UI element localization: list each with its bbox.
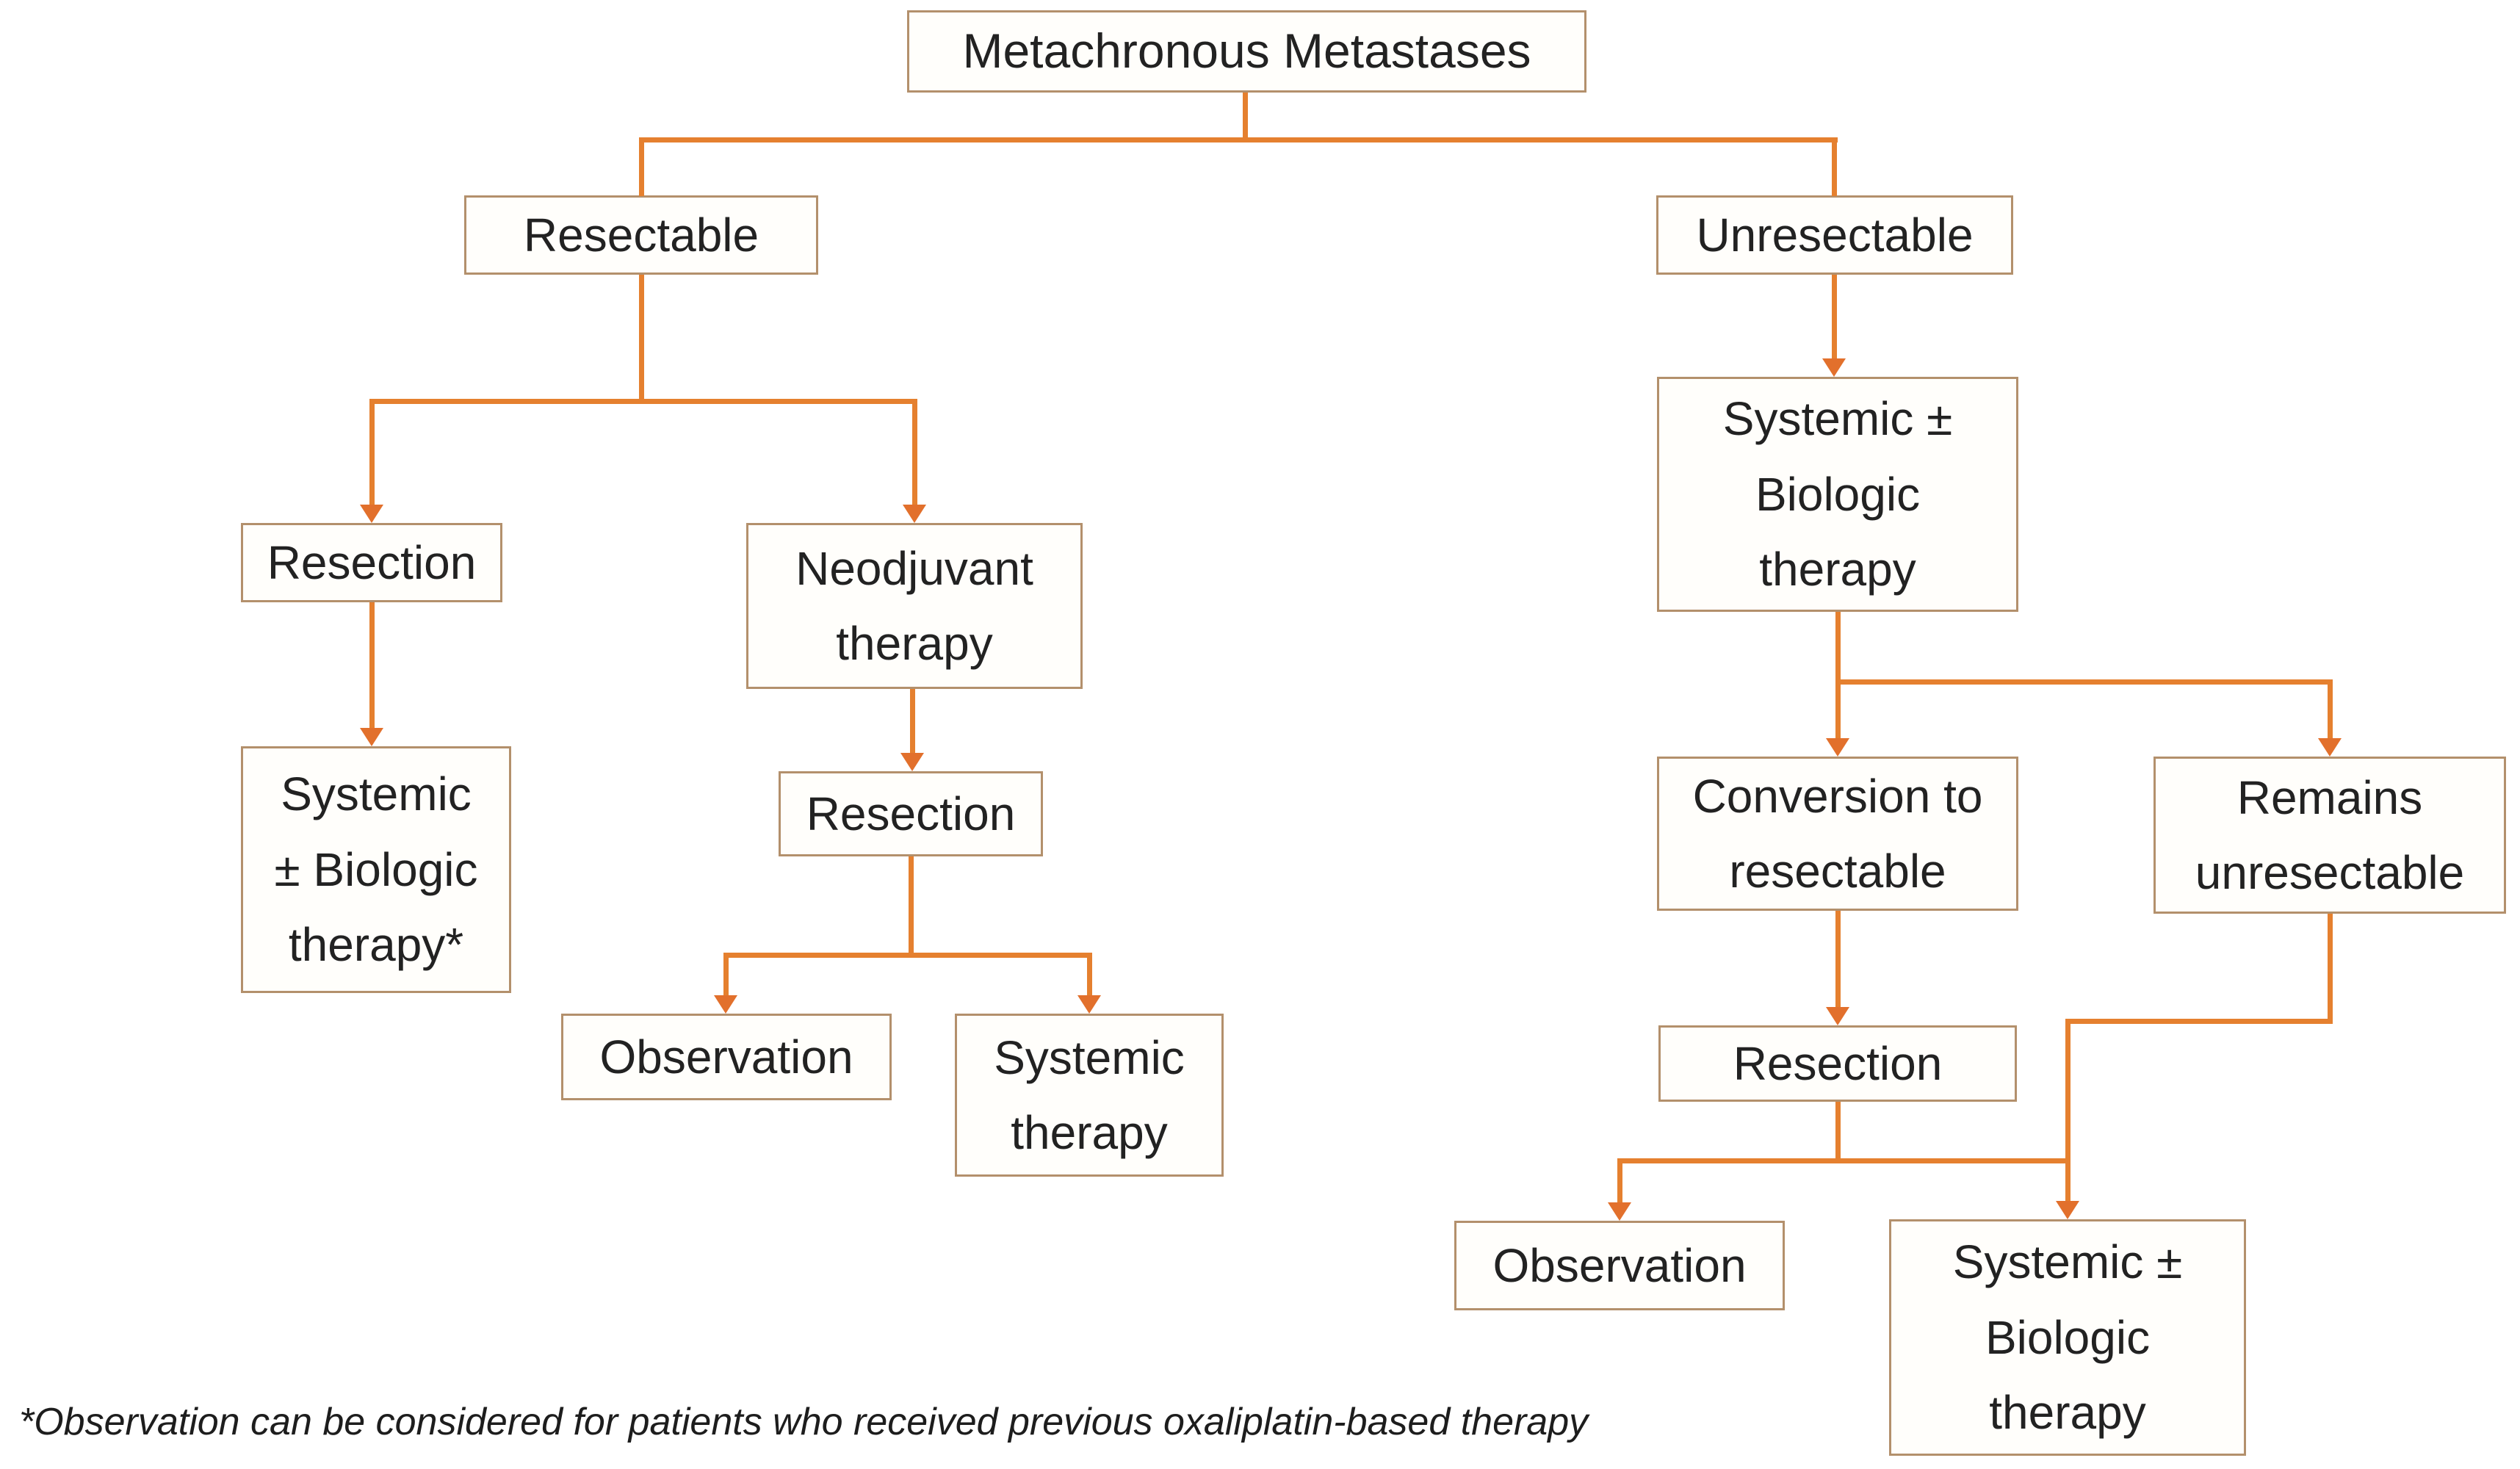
arrowhead-down [1826, 738, 1849, 757]
arrowhead-down [1077, 995, 1101, 1014]
connector-line [638, 137, 644, 196]
connector-line [1086, 952, 1092, 997]
node-unresectable: Unresectable [1656, 195, 2013, 275]
node-observation-right: Observation [1454, 1221, 1785, 1310]
arrowhead-down [2318, 738, 2342, 757]
connector-line [369, 602, 375, 729]
connector-line [369, 398, 914, 404]
node-resection-right: Resection [1658, 1025, 2017, 1102]
node-resection-mid: Resection [779, 771, 1043, 856]
connector-line [911, 398, 917, 506]
connector-line [638, 137, 1838, 142]
connector-line [2327, 914, 2333, 1024]
connector-line [2065, 1018, 2070, 1202]
footnote-text: *Observation can be considered for patie… [19, 1401, 1589, 1443]
connector-line [1835, 911, 1841, 1009]
arrowhead-down [1826, 1007, 1849, 1025]
connector-line [2065, 1018, 2333, 1024]
arrowhead-down [1822, 358, 1846, 377]
arrowhead-down [714, 995, 737, 1014]
node-systemic-biologic-therapy-bottom: Systemic ± Biologic therapy [1889, 1219, 2246, 1456]
connector-line [723, 952, 1092, 958]
connector-line [1617, 1158, 1622, 1205]
arrowhead-down [360, 728, 383, 746]
node-resection-left: Resection [241, 523, 502, 602]
connector-line [1831, 275, 1837, 359]
connector-line [638, 275, 644, 401]
connector-line [1617, 1158, 2070, 1163]
connector-line [908, 856, 914, 957]
node-systemic-biologic-therapy-star: Systemic ± Biologic therapy* [241, 746, 511, 993]
connector-line [1835, 1102, 1841, 1163]
arrowhead-down [1608, 1202, 1631, 1221]
node-systemic-biologic-therapy-right: Systemic ± Biologic therapy [1657, 377, 2018, 612]
connector-line [1835, 612, 1841, 685]
connector-line [2327, 679, 2333, 739]
connector-line [1835, 679, 1841, 739]
node-metachronous-metastases: Metachronous Metastases [907, 10, 1586, 93]
connector-line [1831, 137, 1837, 196]
arrowhead-down [903, 505, 926, 523]
node-conversion-to-resectable: Conversion to resectable [1657, 757, 2018, 911]
connector-line [723, 952, 729, 997]
node-neoadjuvant-therapy: Neodjuvant therapy [746, 523, 1083, 689]
connector-line [369, 398, 375, 506]
connector-line [1242, 93, 1248, 141]
node-systemic-therapy: Systemic therapy [955, 1014, 1224, 1177]
arrowhead-down [2056, 1201, 2079, 1219]
connector-line [1835, 679, 2333, 685]
connector-line [909, 689, 915, 754]
node-observation-left: Observation [561, 1014, 892, 1100]
node-remains-unresectable: Remains unresectable [2153, 757, 2506, 914]
node-resectable: Resectable [464, 195, 818, 275]
arrowhead-down [360, 505, 383, 523]
arrowhead-down [900, 753, 924, 771]
